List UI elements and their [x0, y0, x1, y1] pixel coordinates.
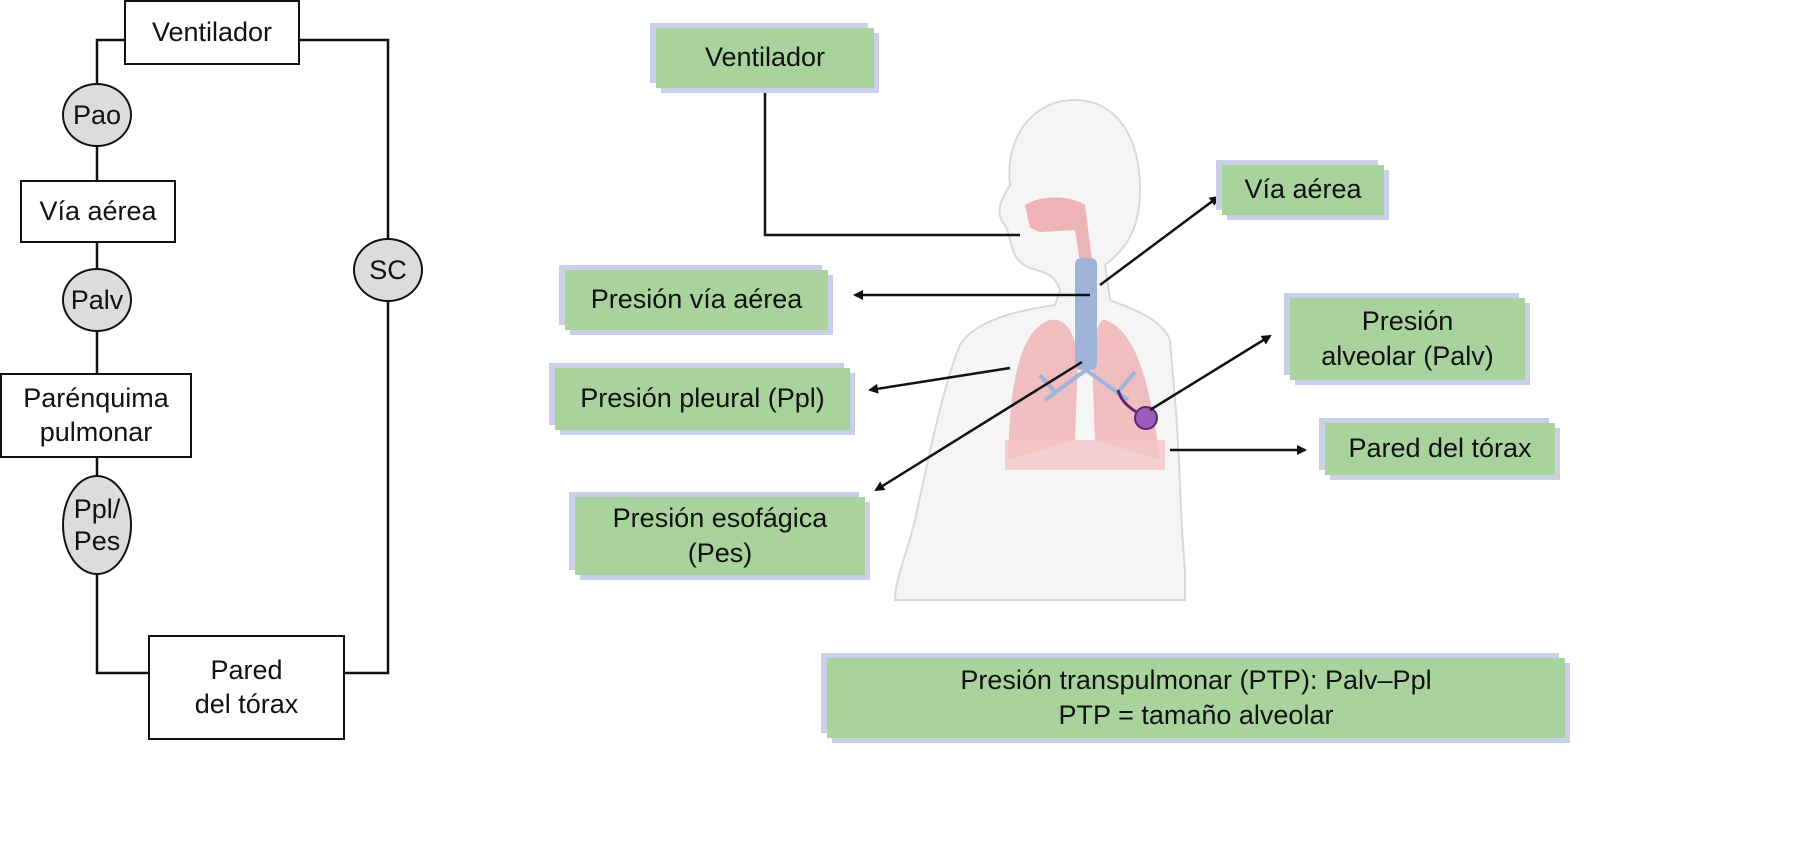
bronchi-icon [1038, 368, 1137, 402]
chest-wall-box: Pared del tórax [148, 635, 345, 740]
airway-pressure-label-box: Presión vía aérea [565, 270, 828, 330]
airway-box: Vía aérea [20, 180, 176, 243]
airway-pressure-text: Presión vía aérea [590, 284, 803, 315]
body-illustration [893, 98, 1186, 601]
ventilator-label: Ventilador [151, 16, 273, 47]
parenchyma-box: Parénquima pulmonar [0, 373, 192, 458]
arrows [760, 83, 1307, 492]
arrow-esophageal-pressure [874, 360, 1083, 492]
ppl-pes-node: Ppl/ Pes [62, 475, 132, 575]
left-lung-icon [1008, 319, 1078, 460]
ventilator-label-box: Ventilador [656, 28, 874, 88]
pao-label: Pao [72, 99, 122, 130]
ventilator-text: Ventilador [704, 42, 826, 73]
chest-wall-label-box: Pared del tórax [1325, 423, 1555, 475]
transpulmonary-pressure-box: Presión transpulmonar (PTP): Palv–Ppl PT… [827, 658, 1565, 738]
airway-label-box: Vía aérea [1222, 165, 1384, 215]
esophageal-pressure-label-box: Presión esofágica (Pes) [575, 497, 865, 575]
arrow-ventilator [760, 83, 1020, 237]
pleural-pressure-label-box: Presión pleural (Ppl) [555, 368, 850, 430]
chest-wall-text: Pared del tórax [1348, 433, 1532, 464]
palv-node: Palv [62, 268, 132, 332]
ventilator-box: Ventilador [124, 0, 300, 65]
arrow-pleural-pressure [868, 366, 1011, 394]
sc-node: SC [353, 238, 423, 302]
alveolar-pressure-text: Presión alveolar (Palv) [1321, 305, 1494, 371]
airway-text: Vía aérea [1244, 174, 1362, 205]
sc-label: SC [369, 254, 407, 285]
ppl-pes-label: Ppl/ Pes [73, 493, 121, 556]
airway-label: Vía aérea [39, 195, 157, 226]
arrow-airway [1099, 195, 1220, 287]
circuit-lines [95, 38, 390, 675]
diaphragm [1005, 440, 1165, 470]
esophageal-pressure-text: Presión esofágica (Pes) [612, 502, 828, 568]
palv-label: Palv [70, 284, 124, 315]
alveolar-pressure-label-box: Presión alveolar (Palv) [1290, 298, 1525, 380]
trachea-icon [1075, 258, 1097, 370]
pao-node: Pao [62, 83, 132, 147]
chest-wall-label: Pared del tórax [194, 654, 299, 719]
pleural-pressure-text: Presión pleural (Ppl) [580, 383, 825, 414]
ptp-meaning: PTP = tamaño alveolar [1058, 700, 1334, 730]
ptp-formula: Presión transpulmonar (PTP): Palv–Ppl [960, 664, 1432, 695]
arrow-alveolar-pressure [1149, 334, 1272, 412]
alveolus-icon [1134, 406, 1158, 430]
airway-head-icon [1025, 197, 1092, 262]
parenchyma-label: Parénquima pulmonar [23, 382, 169, 447]
